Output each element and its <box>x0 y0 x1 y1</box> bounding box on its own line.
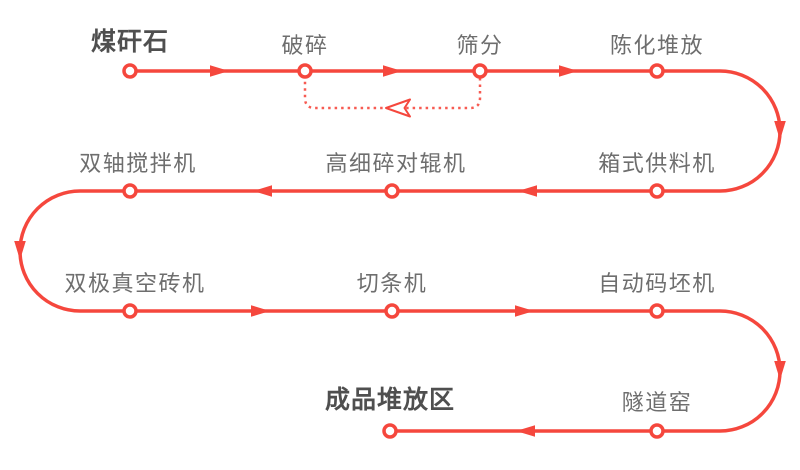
node-strip-cutter <box>384 303 400 319</box>
step-label-twin-shaft-mixer: 双轴搅拌机 <box>79 151 197 176</box>
node-vacuum-extruder <box>122 303 138 319</box>
node-box-feeder <box>649 183 665 199</box>
step-label-auto-stacker: 自动码坯机 <box>598 271 716 296</box>
feedback-arrowhead-icon <box>385 98 411 118</box>
flow-arrowhead-icon <box>251 305 270 317</box>
flow-arrowhead-icon <box>515 305 534 317</box>
step-label-strip-cutter: 切条机 <box>356 271 428 296</box>
node-crushing <box>297 63 313 79</box>
flow-arrowhead-icon <box>774 361 786 380</box>
flow-path <box>18 69 782 433</box>
step-label-screening: 筛分 <box>456 33 504 58</box>
flow-arrowhead-icon <box>14 241 26 260</box>
step-label-crushing: 破碎 <box>281 33 329 58</box>
step-label-tunnel-kiln: 隧道窑 <box>621 390 693 415</box>
step-label-fine-roller: 高细碎对辊机 <box>325 151 467 176</box>
node-aging-stockpile <box>649 63 665 79</box>
step-label-box-feeder: 箱式供料机 <box>598 151 716 176</box>
step-label-aging-stockpile: 陈化堆放 <box>609 33 705 58</box>
step-label-vacuum-extruder: 双极真空砖机 <box>64 271 206 296</box>
flow-arrowhead-icon <box>774 121 786 140</box>
flow-arrowhead-icon <box>516 425 535 437</box>
node-fine-roller <box>384 183 400 199</box>
feedback-loop-path <box>303 78 482 110</box>
node-auto-stacker <box>649 303 665 319</box>
node-finished-area <box>382 423 398 439</box>
flow-arrowhead-icon <box>210 65 229 77</box>
node-twin-shaft-mixer <box>122 183 138 199</box>
flow-arrowhead-icon <box>559 65 578 77</box>
flow-arrowhead-icon <box>518 185 537 197</box>
flow-arrowhead-icon <box>383 65 402 77</box>
node-raw-material <box>122 63 138 79</box>
node-screening <box>472 63 488 79</box>
node-tunnel-kiln <box>649 423 665 439</box>
step-label-raw-material: 煤矸石 <box>90 28 170 56</box>
flow-arrowhead-icon <box>253 185 272 197</box>
step-label-finished-area: 成品堆放区 <box>324 386 456 414</box>
